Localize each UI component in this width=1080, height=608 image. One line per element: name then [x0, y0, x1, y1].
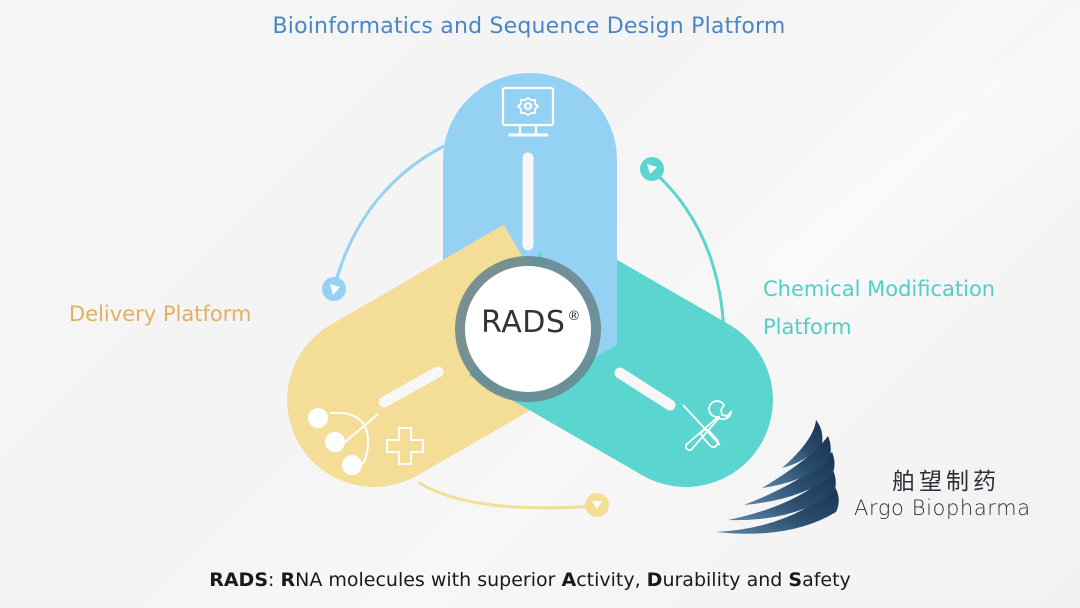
- chemical-label-line1: Chemical Modification: [763, 277, 996, 301]
- footer-part: RADS: [209, 569, 269, 591]
- bioinformatics-platform-title: Bioinformatics and Sequence Design Platf…: [272, 14, 786, 39]
- logo-chinese-name: 舶望制药: [892, 469, 1000, 495]
- chemical-label-line2: Platform: [763, 315, 852, 339]
- footer-part: R: [280, 569, 296, 591]
- yellow-cycle-arrow-arc: [417, 480, 597, 510]
- computer-gear-icon: [501, 86, 555, 137]
- blue-cycle-arrow-arc: [332, 144, 445, 289]
- rads-center-circle: [465, 266, 591, 392]
- delivery-platform-label: Delivery Platform: [69, 302, 252, 326]
- rads-center-label: RADS®: [461, 305, 601, 340]
- registered-mark: ®: [567, 309, 581, 324]
- tools-wrench-screwdriver-icon: [682, 400, 733, 452]
- teal-pill-bar: [614, 367, 676, 411]
- footer-part: :: [268, 569, 281, 591]
- footer-part: NA molecules with superior: [295, 569, 562, 591]
- footer-part: S: [788, 569, 803, 591]
- chemical-modification-platform-label: Chemical Modification Platform: [763, 270, 995, 346]
- yellow-arrow-icon: [592, 501, 602, 509]
- delivery-molecule-cross-icon: [308, 408, 424, 475]
- footer-part: D: [646, 569, 663, 591]
- rads-label-text: RADS: [481, 305, 566, 340]
- teal-cycle-arrow-arc: [651, 168, 726, 335]
- footer-part: urability and: [662, 569, 789, 591]
- rads-center-ring: [455, 256, 601, 402]
- teal-arrow-icon: [647, 164, 657, 174]
- footer-part: A: [561, 569, 577, 591]
- logo-english-name: Argo Biopharma: [854, 496, 1031, 520]
- footer-part: afety: [802, 569, 851, 591]
- argo-biopharma-logo-mark: [716, 420, 839, 534]
- argo-biopharma-logo-text: 舶望制药 Argo Biopharma: [854, 462, 1031, 520]
- yellow-pill-bar: [378, 366, 444, 408]
- footer-part: ctivity,: [576, 569, 647, 591]
- blue-arrow-icon: [330, 284, 340, 295]
- rads-definition-footer: RADS: RNA molecules with superior Activi…: [0, 569, 1060, 591]
